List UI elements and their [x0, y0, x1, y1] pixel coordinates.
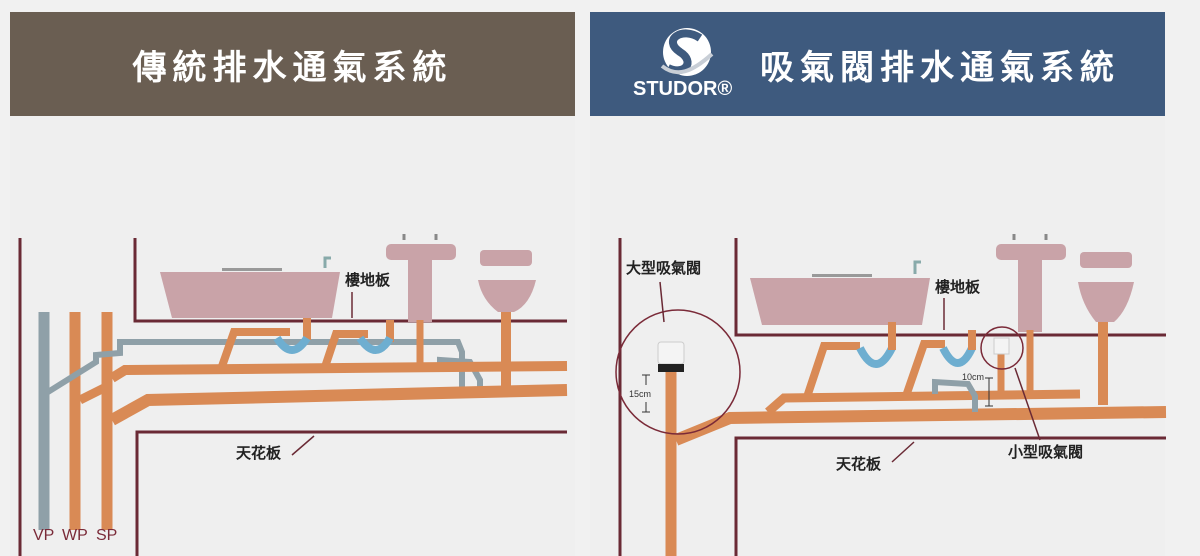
vp-label: VP: [33, 527, 54, 544]
right-washbasin: [996, 234, 1066, 332]
small-air-admittance-valve: [980, 326, 1024, 370]
measurement-markers: [642, 374, 993, 413]
right-ceiling-label: 天花板: [836, 455, 882, 473]
left-floor-label: 樓地板: [345, 271, 391, 289]
traditional-system-title: 傳統排水通氣系統: [132, 47, 453, 88]
large-valve-arrow: [659, 281, 665, 323]
sp-label: SP: [96, 527, 117, 544]
large-air-admittance-valve: [615, 309, 741, 435]
right-bathtub: [750, 260, 930, 325]
studor-system-title: 吸氣閥排水通氣系統: [760, 47, 1120, 88]
traditional-system-header: 傳統排水通氣系統: [10, 12, 575, 116]
left-ceiling-label: 天花板: [236, 444, 282, 462]
left-ceiling-arrow: [291, 435, 315, 456]
right-toilet: [1078, 252, 1134, 322]
studor-logo-text: STUDOR®: [633, 78, 733, 100]
studor-logo-icon: [660, 28, 714, 76]
small-valve-height-label: 10cm: [962, 372, 984, 382]
large-valve-label: 大型吸氣閥: [626, 259, 701, 277]
left-pipes: [38, 312, 568, 530]
large-valve-height-label: 15cm: [629, 389, 651, 399]
left-bathtub: [160, 256, 340, 318]
wp-label: WP: [62, 527, 88, 544]
right-ceiling-arrow: [891, 441, 915, 463]
left-toilet: [478, 250, 536, 312]
right-floor-label: 樓地板: [935, 278, 981, 296]
right-structure: [618, 238, 1166, 556]
small-valve-label: 小型吸氣閥: [1008, 443, 1083, 461]
small-valve-arrow: [1014, 367, 1041, 441]
left-washbasin: [386, 234, 456, 322]
